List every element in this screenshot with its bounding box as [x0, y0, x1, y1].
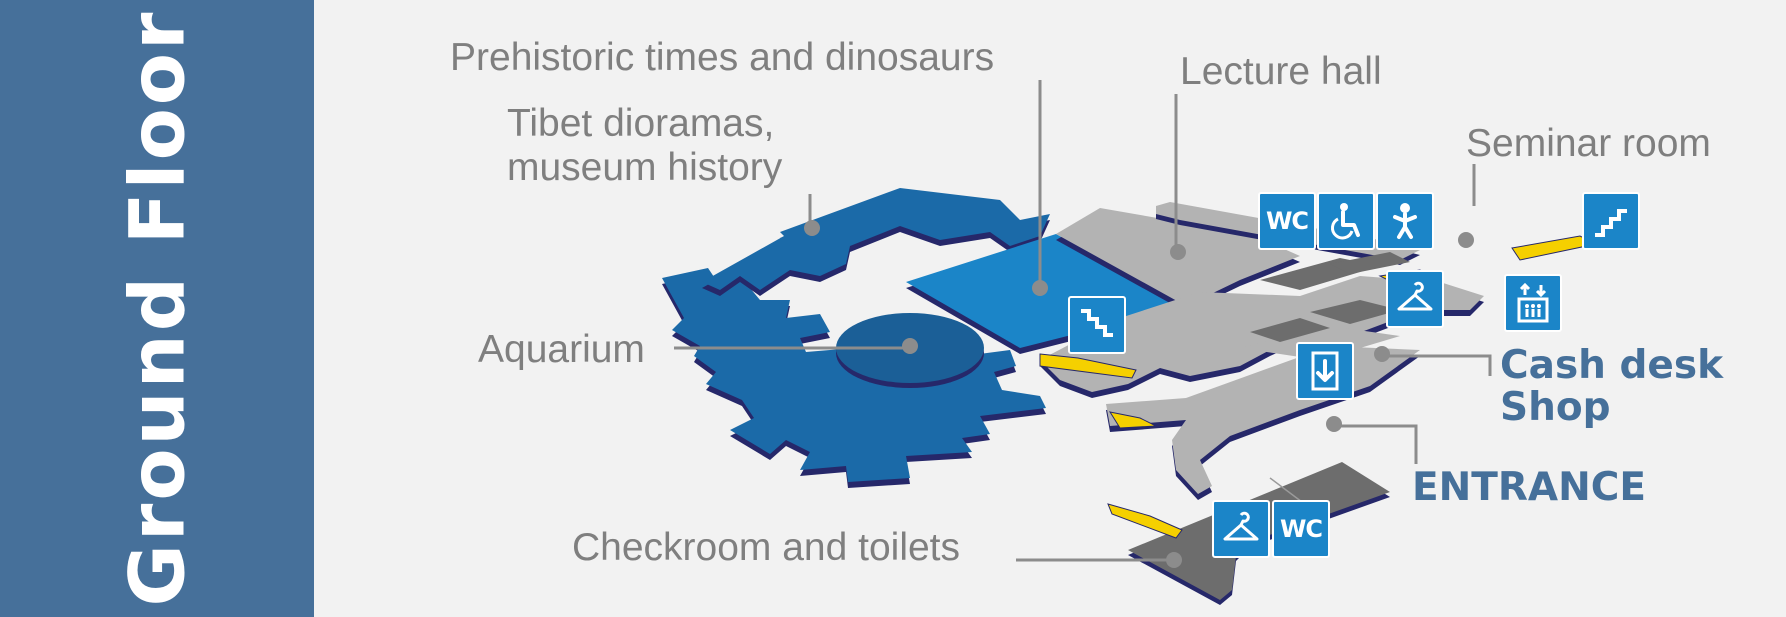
exhibit-wing[interactable]: [662, 188, 1186, 488]
elevator-icon: [1504, 274, 1562, 332]
toilets-label: WC: [1265, 207, 1309, 235]
stairs-icon: [1582, 192, 1640, 250]
baby-changing-icon: [1376, 192, 1434, 250]
leader-lines: [674, 80, 1492, 562]
label-aquarium: Aquarium: [478, 328, 645, 371]
label-prehistoric: Prehistoric times and dinosaurs: [450, 36, 995, 79]
toilets-icon: WC: [1258, 192, 1316, 250]
checkroom-toilets-icon: WC: [1272, 500, 1330, 558]
wheelchair-icon: [1317, 192, 1375, 250]
cloakroom-icon: [1386, 270, 1444, 328]
checkroom-cloakroom-icon: [1212, 500, 1270, 558]
exit-down-icon: [1296, 342, 1354, 400]
stairs-down-icon: [1068, 296, 1126, 354]
label-cash-desk: Cash desk: [1500, 343, 1724, 388]
label-tibet-line1: Tibet dioramas,: [507, 102, 775, 145]
label-shop: Shop: [1500, 385, 1611, 430]
label-seminar-room: Seminar room: [1466, 122, 1711, 165]
label-tibet-line2: museum history: [507, 146, 783, 189]
label-lecture-hall: Lecture hall: [1180, 50, 1382, 93]
checkroom-toilets-label: WC: [1279, 515, 1323, 543]
label-entrance: ENTRANCE: [1412, 465, 1646, 510]
service-rooms: [1250, 252, 1410, 342]
floor-sidebar: Ground Floor: [0, 0, 314, 617]
label-checkroom: Checkroom and toilets: [572, 526, 961, 569]
location-markers: [804, 220, 1474, 568]
